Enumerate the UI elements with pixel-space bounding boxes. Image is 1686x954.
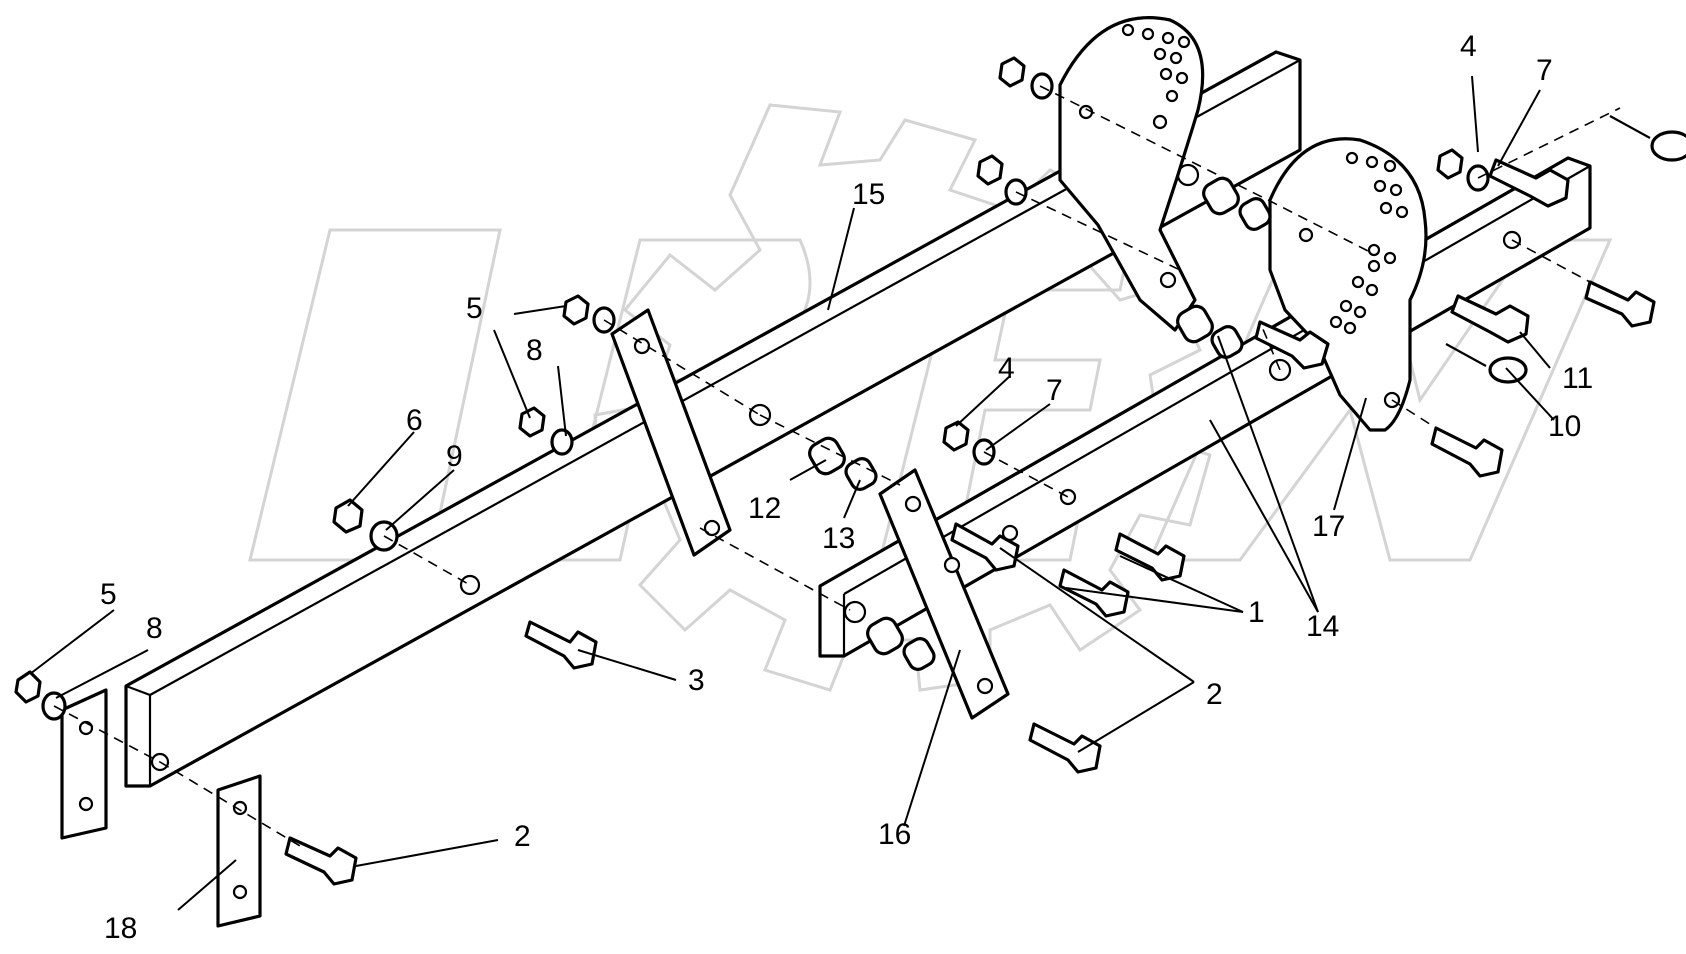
callout-4: 4 <box>998 352 1015 385</box>
callout-8: 8 <box>526 334 543 367</box>
callout-7: 7 <box>1046 374 1063 407</box>
hitch-plate-17-front <box>1268 137 1428 432</box>
callout-16: 16 <box>878 818 911 851</box>
callout-3: 3 <box>688 664 705 697</box>
cross-plate-16-left <box>610 308 732 557</box>
hitch-plate-17-rear <box>1058 16 1205 332</box>
callout-5: 5 <box>100 578 117 611</box>
end-plate-18-left <box>60 688 108 840</box>
callout-11: 11 <box>1562 362 1593 395</box>
end-plate-18-front <box>216 774 262 928</box>
callout-15: 15 <box>852 178 885 211</box>
cross-plate-16-right <box>878 468 1010 720</box>
assembly-axes <box>53 85 1621 847</box>
callout-2: 2 <box>514 820 531 853</box>
callout-18: 18 <box>104 912 137 945</box>
callout-6: 6 <box>406 404 423 437</box>
callout-5: 5 <box>466 292 483 325</box>
callout-labels: 1 2 2 3 4 4 5 5 6 7 7 8 8 9 10 11 12 13 … <box>100 30 1593 945</box>
callout-7: 7 <box>1536 54 1553 87</box>
callout-12: 12 <box>748 492 781 525</box>
bolts <box>284 280 1656 886</box>
beam-15 <box>124 50 1302 788</box>
callout-1: 1 <box>1248 596 1265 629</box>
pins-10-11 <box>1445 115 1686 384</box>
bushings-12-13 <box>808 176 1272 671</box>
callout-10: 10 <box>1548 410 1581 443</box>
nuts-washers <box>14 56 1490 721</box>
callout-2: 2 <box>1206 678 1223 711</box>
callout-leaders <box>29 75 1555 911</box>
callout-8: 8 <box>146 612 163 645</box>
callout-9: 9 <box>446 440 463 473</box>
callout-4: 4 <box>1460 30 1477 63</box>
callout-13: 13 <box>822 522 855 555</box>
callout-14: 14 <box>1306 610 1339 643</box>
callout-17: 17 <box>1312 510 1345 543</box>
